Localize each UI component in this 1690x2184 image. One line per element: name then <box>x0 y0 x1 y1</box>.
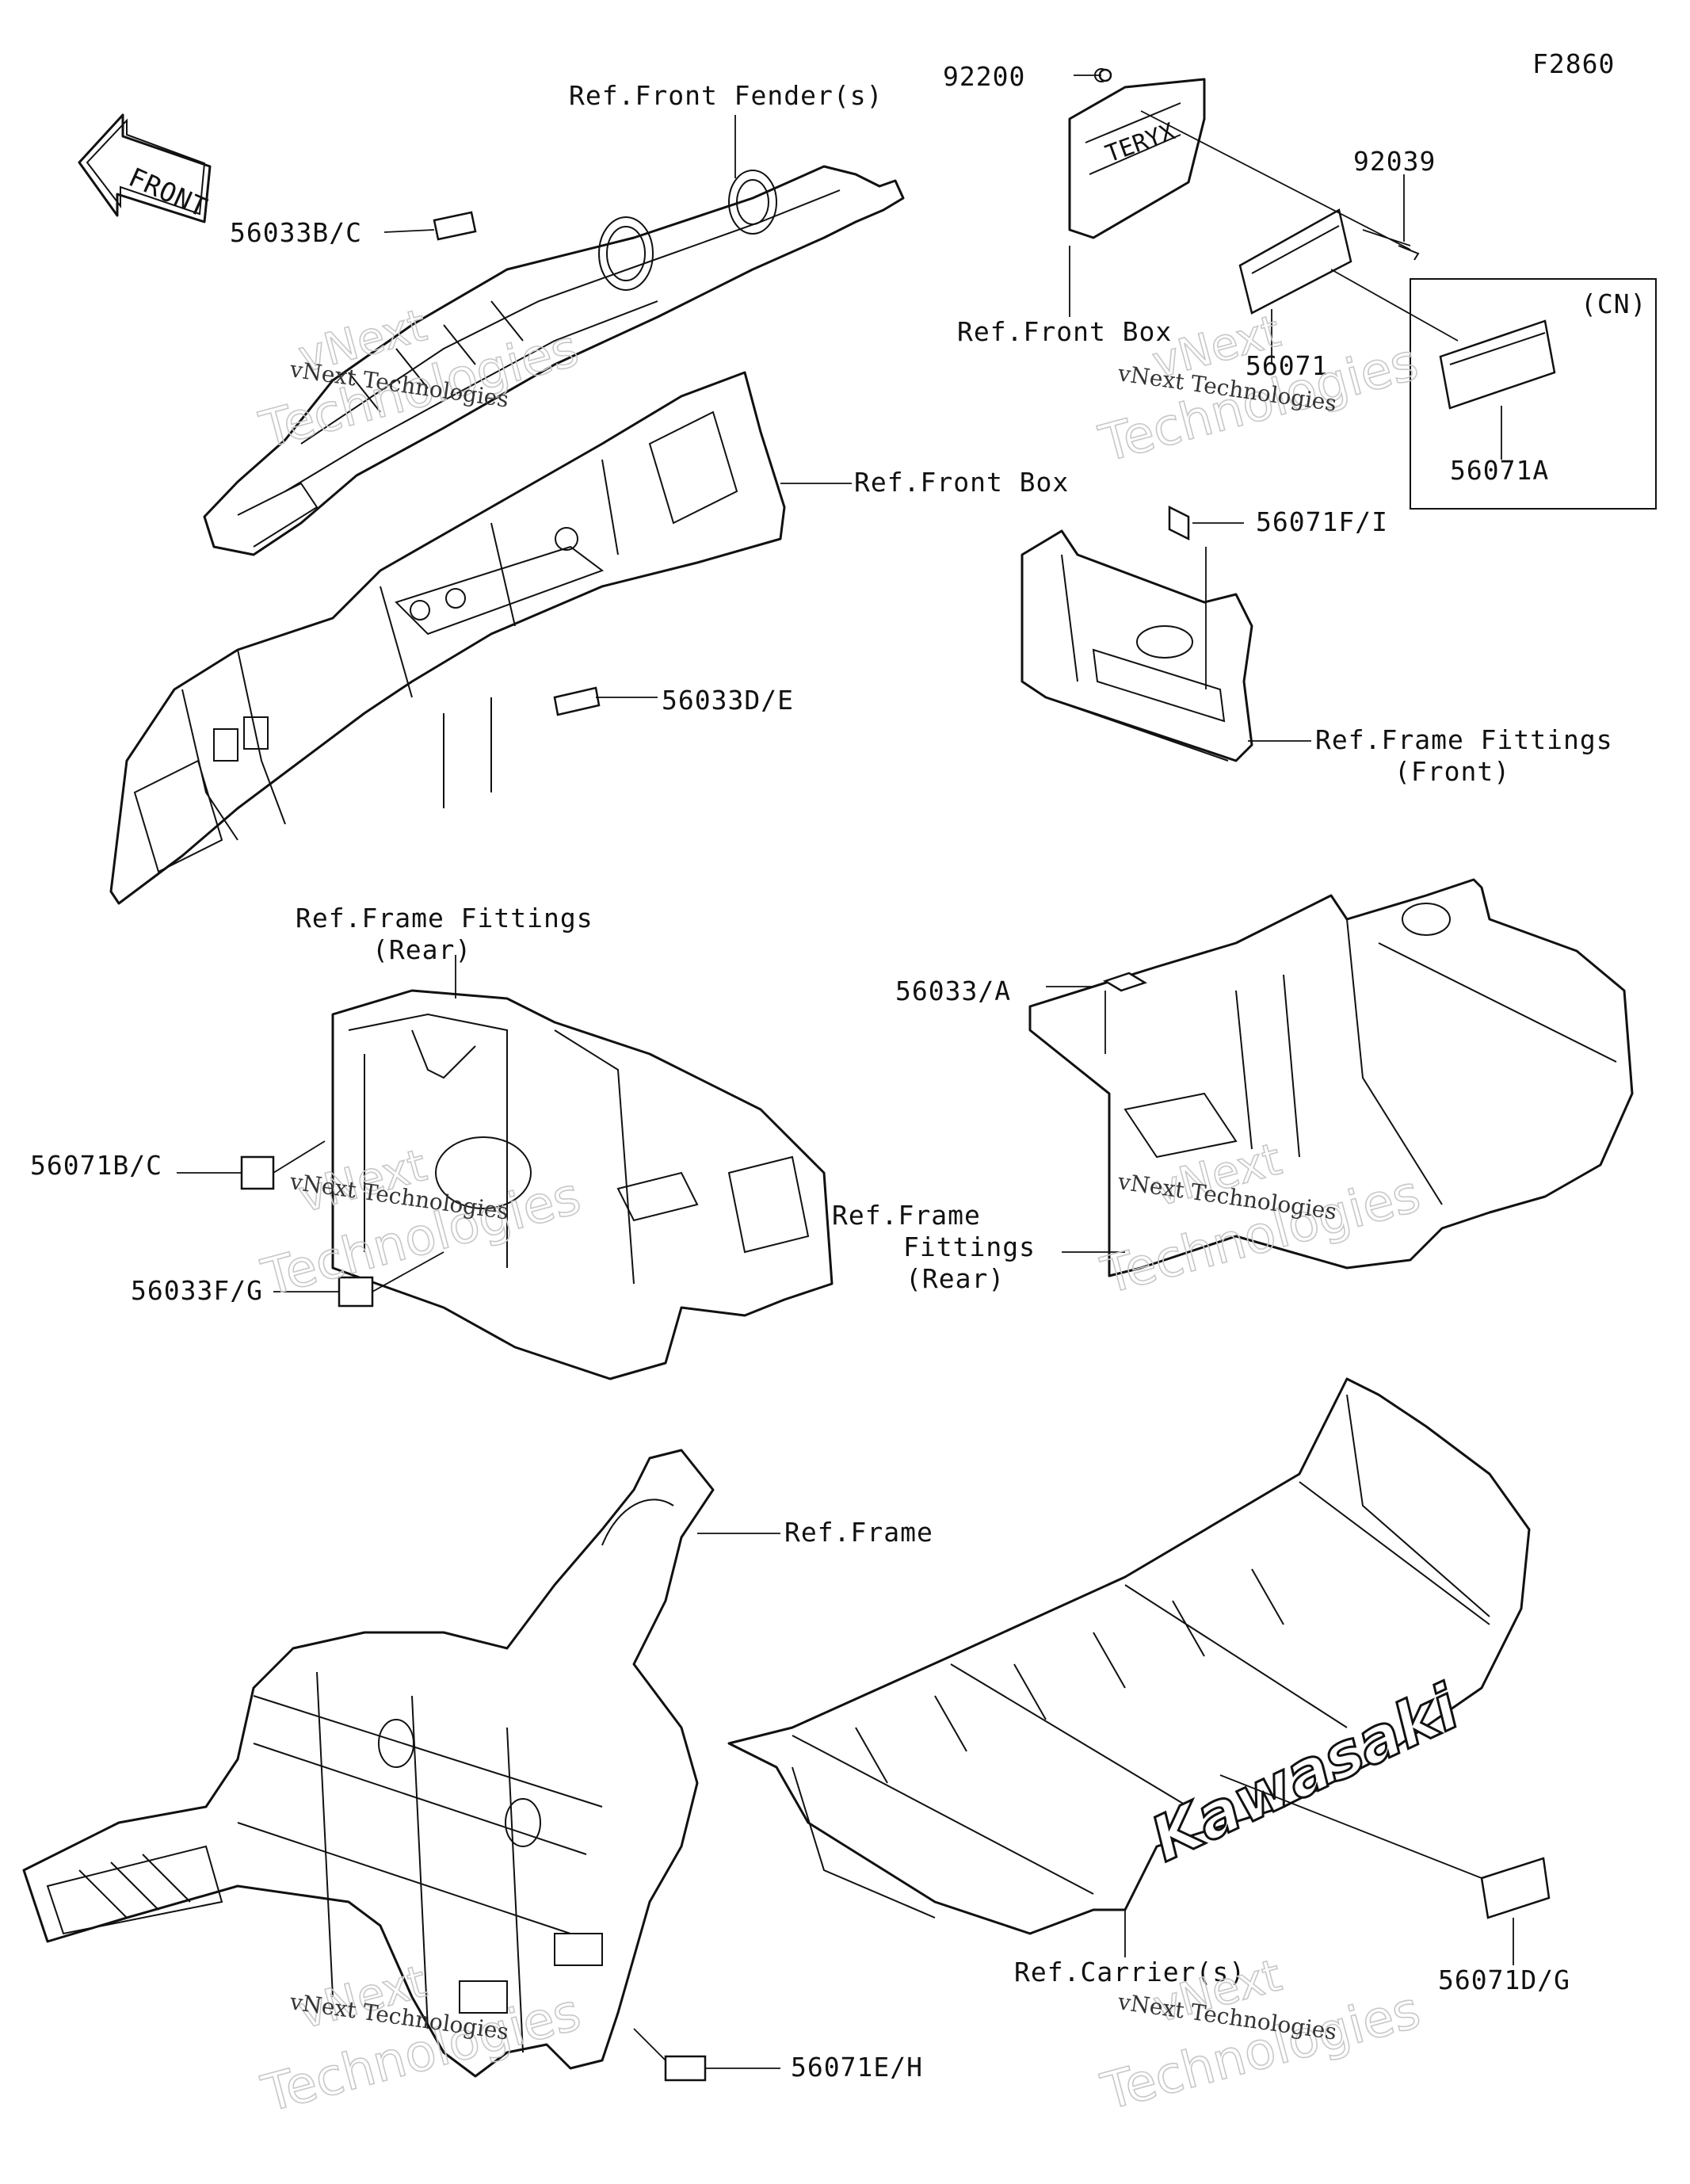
grommet-92200 <box>1098 68 1112 82</box>
part-number-56033F-G: 56033F/G <box>131 1275 263 1306</box>
frame-fittings-rear-right-part <box>1028 878 1634 1277</box>
clip-92039 <box>1398 245 1420 261</box>
front-fender-part <box>203 165 905 556</box>
part-number-56071E-H: 56071E/H <box>791 2052 923 2083</box>
part-number-92039: 92039 <box>1353 146 1436 177</box>
decal-56071F-I <box>1168 505 1190 541</box>
decal-56071A <box>1439 319 1556 410</box>
decal-56033-A <box>1103 972 1147 992</box>
callout-frame-fittings-front-line1: Ref.Frame Fittings <box>1315 724 1613 755</box>
part-number-56033B-C: 56033B/C <box>230 217 362 248</box>
callout-front-box-ref-top: Ref.Front Box <box>957 316 1172 347</box>
carrier-part: Kawasaki <box>727 1377 1531 1935</box>
callout-front-box-ref-mid: Ref.Front Box <box>854 467 1069 498</box>
callout-frame-ref: Ref.Frame <box>784 1517 933 1548</box>
part-number-56071A: 56071A <box>1450 455 1549 486</box>
callout-frame-fittings-rear-right-line3: (Rear) <box>906 1263 1005 1294</box>
frame-fittings-front-part <box>1020 529 1253 762</box>
decal-56071D-G <box>1480 1857 1551 1919</box>
decal-56071B-C <box>240 1155 275 1190</box>
frame-part <box>22 1449 715 2078</box>
decal-56033F-G <box>338 1276 374 1308</box>
callout-frame-fittings-rear-right-line1: Ref.Frame <box>832 1200 981 1231</box>
front-arrow-icon: FRONT <box>78 113 212 223</box>
part-number-56071: 56071 <box>1246 350 1328 381</box>
cn-inset-box <box>1410 278 1657 510</box>
decal-56071 <box>1238 208 1352 315</box>
callout-carrier-ref: Ref.Carrier(s) <box>1014 1957 1246 1987</box>
callout-frame-fittings-rear-right-line2: Fittings <box>903 1231 1036 1262</box>
part-number-92200: 92200 <box>943 61 1025 92</box>
callout-frame-fittings-rear-mid-line1: Ref.Frame Fittings <box>296 903 593 934</box>
decal-56071E-H <box>664 2055 707 2082</box>
front-box-lid-part: TERYX <box>1068 68 1206 239</box>
part-number-56033D-E: 56033D/E <box>662 685 794 716</box>
front-box-part <box>109 371 786 905</box>
decal-56033B-C <box>433 211 477 241</box>
frame-fittings-rear-part <box>331 989 834 1380</box>
cn-box-label: (CN) <box>1581 288 1646 319</box>
diagram-code: F2860 <box>1532 48 1615 79</box>
part-number-56071D-G: 56071D/G <box>1438 1964 1570 1995</box>
callout-frame-fittings-front-line2: (Front) <box>1394 756 1510 787</box>
decal-56033D-E <box>553 686 601 716</box>
part-number-56071B-C: 56071B/C <box>30 1150 162 1181</box>
callout-fender-ref: Ref.Front Fender(s) <box>569 80 883 111</box>
callout-frame-fittings-rear-mid-line2: (Rear) <box>372 934 471 965</box>
part-number-56033-A: 56033/A <box>895 976 1011 1006</box>
part-number-56071F-I: 56071F/I <box>1256 506 1388 537</box>
